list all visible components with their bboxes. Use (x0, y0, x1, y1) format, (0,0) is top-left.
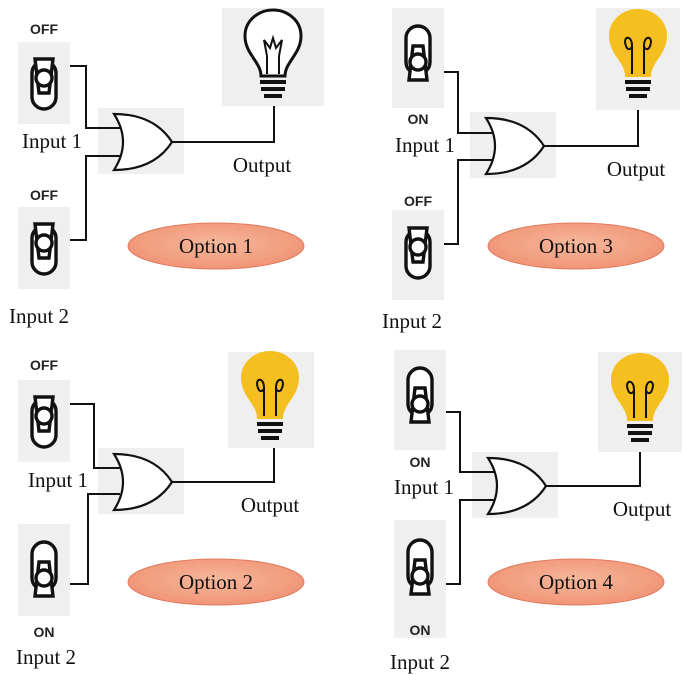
toggle-switch-off-icon (30, 395, 58, 449)
input-2-label: Input 2 (16, 645, 76, 669)
input-1-label: Input 1 (28, 468, 88, 492)
toggle-switch-off-icon (30, 222, 58, 276)
bulb-on-icon (240, 350, 300, 440)
panel-option-2: OFF Input 1 ON Input 2 Output Opt (16, 350, 314, 669)
output-label: Output (607, 157, 666, 181)
option-1-button[interactable] (127, 222, 305, 270)
input-1-state: OFF (30, 21, 58, 37)
input-2-label: Input 2 (390, 650, 450, 674)
input-2-state: OFF (404, 193, 432, 209)
bulb-on-icon (610, 352, 670, 442)
output-label: Output (241, 493, 300, 517)
input-1-state: ON (410, 454, 431, 470)
option-1-label: Option 1 (179, 234, 253, 258)
or-gate-icon (470, 116, 546, 176)
or-gate-icon (472, 456, 548, 516)
or-gate-icon (98, 112, 174, 172)
toggle-switch-on-icon (404, 24, 432, 82)
option-3-label: Option 3 (539, 234, 613, 258)
input-1-state: ON (408, 111, 429, 127)
input-1-label: Input 1 (394, 475, 454, 499)
or-gate-icon (98, 452, 174, 512)
option-2-button[interactable] (127, 558, 305, 606)
toggle-switch-off-icon (30, 57, 58, 111)
output-label: Output (613, 497, 672, 521)
input-2-state: ON (34, 624, 55, 640)
toggle-switch-on-icon (406, 538, 434, 596)
input-2-state: OFF (30, 187, 58, 203)
input-1-label: Input 1 (395, 133, 455, 157)
input-2-label: Input 2 (382, 309, 442, 333)
option-2-label: Option 2 (179, 570, 253, 594)
toggle-switch-off-icon (404, 226, 432, 280)
input-1-label: Input 1 (22, 129, 82, 153)
toggle-switch-on-icon (30, 540, 58, 598)
input-2-state: ON (410, 622, 431, 638)
output-label: Output (233, 153, 292, 177)
panel-option-1: OFF Input 1 OFF Input 2 Output Op (9, 8, 324, 328)
option-4-button[interactable] (487, 558, 665, 606)
option-4-label: Option 4 (539, 570, 614, 594)
input-1-state: OFF (30, 357, 58, 373)
input-2-label: Input 2 (9, 304, 69, 328)
panel-option-3: ON Input 1 OFF Input 2 Output Opt (382, 8, 680, 333)
option-3-button[interactable] (487, 222, 665, 270)
toggle-switch-on-icon (406, 366, 434, 424)
bulb-off-icon (243, 8, 303, 98)
panel-option-4: ON Input 1 ON Input 2 Output Opti (390, 350, 682, 674)
bulb-on-icon (608, 8, 668, 98)
